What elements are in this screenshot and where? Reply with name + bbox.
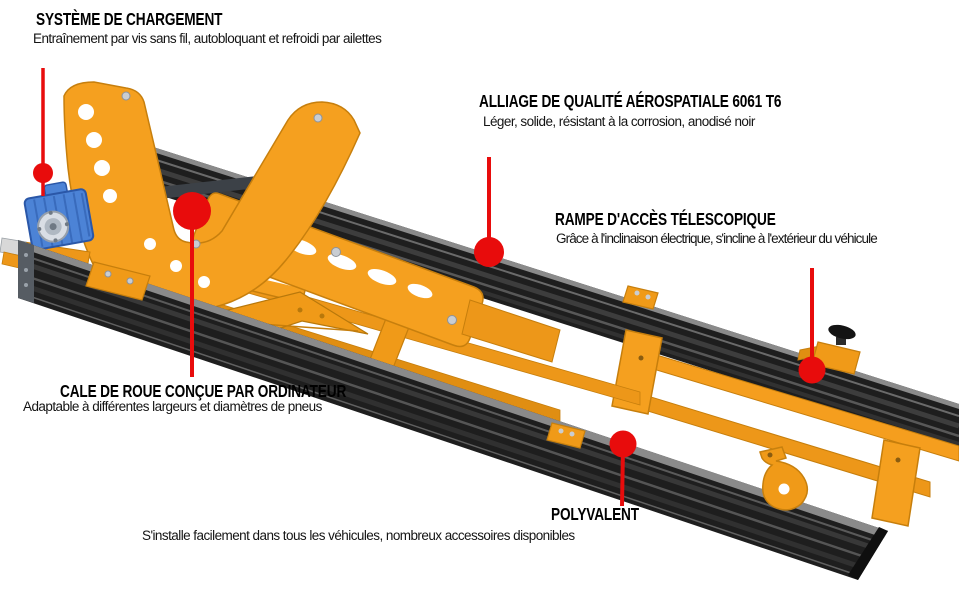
callout-title-aerospace-alloy: ALLIAGE DE QUALITÉ AÉROSPATIALE 6061 T6	[479, 91, 782, 111]
rail-block-clamp	[622, 285, 659, 310]
callout-desc-wheel-chock: Adaptable à différentes largeurs et diam…	[23, 399, 322, 414]
small-bracket	[546, 422, 586, 449]
chock-front-foot	[85, 261, 151, 301]
wheel-chock-assembly	[0, 81, 561, 363]
callout-dot-5	[609, 430, 637, 458]
callout-title-telescopic-ramp: RAMPE D'ACCÈS TÉLESCOPIQUE	[555, 209, 776, 229]
callout-desc-aerospace-alloy: Léger, solide, résistant à la corrosion,…	[483, 114, 755, 129]
callout-markers	[33, 68, 826, 507]
callout-dot-3	[474, 237, 504, 267]
callout-title-loading-system: SYSTÈME DE CHARGEMENT	[36, 9, 223, 29]
callout-title-versatile: POLYVALENT	[551, 504, 639, 524]
worm-gear-motor	[23, 181, 95, 251]
near-rail	[18, 240, 888, 580]
callout-desc-versatile: S'installe facilement dans tous les véhi…	[142, 528, 575, 543]
callout-title-wheel-chock: CALE DE ROUE CONÇUE PAR ORDINATEUR	[60, 381, 347, 401]
callout-dot-2	[173, 192, 211, 230]
telescopic-frame	[611, 329, 959, 527]
hook-accessory	[759, 446, 809, 511]
callout-dot-4	[798, 356, 826, 384]
callout-dot-1	[33, 163, 53, 183]
callout-desc-telescopic-ramp: Grâce à l'inclinaison électrique, s'incl…	[556, 231, 878, 246]
callout-desc-loading-system: Entraînement par vis sans fil, autobloqu…	[33, 31, 382, 46]
